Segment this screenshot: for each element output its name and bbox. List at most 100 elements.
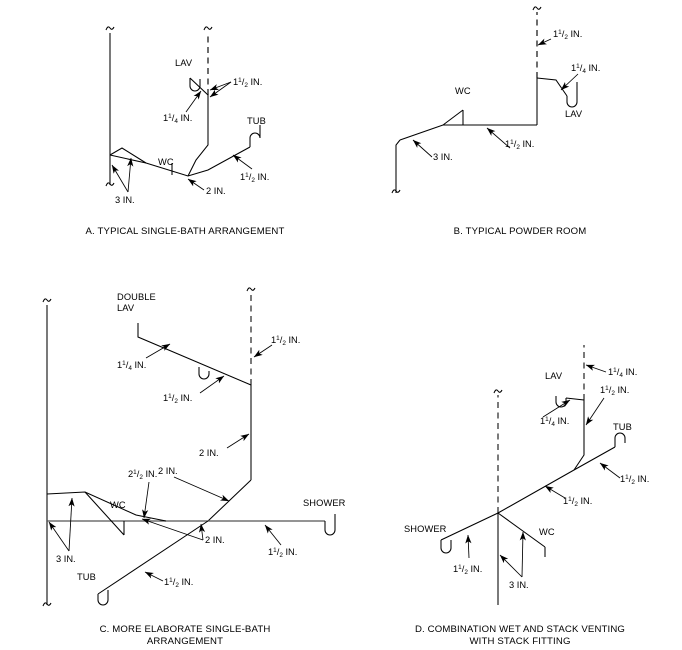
b-building-drain (395, 139, 401, 193)
c-leader-2in-vert (226, 433, 250, 449)
a-3in-leg (109, 147, 147, 164)
d-label-wc: WC (539, 527, 555, 537)
c-3in-upper-leg (46, 491, 167, 522)
b-vent-break-icon (532, 6, 542, 11)
d-leader-tub (599, 462, 621, 479)
a-label-lav: LAV (175, 58, 193, 68)
c-dim-tub: 11/2 IN. (164, 577, 193, 589)
a-leader-lav (185, 90, 202, 113)
c-label-lav: LAV (117, 303, 135, 313)
diagram-a-group: LAV WC TUB 11/2 IN. 11/4 IN. 11/2 IN. 2 … (105, 26, 269, 205)
c-label-tub: TUB (77, 572, 96, 582)
caption-c: C. MORE ELABORATE SINGLE-BATH ARRANGEMEN… (99, 624, 271, 647)
d-tub-trap (614, 432, 626, 447)
d-dim-wet: 11/2 IN. (563, 496, 592, 508)
c-leader-shower (264, 524, 282, 546)
c-leader-tub (144, 571, 164, 582)
d-leader-drop (585, 397, 605, 426)
c-dim-lav14: 11/4 IN. (117, 360, 146, 372)
a-leader-3in-a (111, 164, 129, 193)
caption-b: B. TYPICAL POWDER ROOM (453, 226, 587, 237)
d-lav-branch (565, 397, 585, 401)
a-dim-vent: 11/2 IN. (233, 77, 262, 89)
c-leader-wc (142, 481, 150, 519)
c-vent-break-icon (246, 287, 256, 292)
b-dim-lav: 11/4 IN. (571, 63, 600, 75)
c-dim-wc: 21/2 IN. (128, 469, 157, 481)
c-leader-vent (253, 344, 273, 358)
a-dim-3in: 3 IN. (115, 195, 135, 205)
a-dim-tub: 11/2 IN. (240, 172, 269, 184)
b-dim-3in: 3 IN. (433, 152, 453, 162)
d-label-lav: LAV (545, 371, 563, 381)
a-break-top-icon (105, 26, 115, 31)
d-shower-trap (440, 540, 452, 554)
diagram-c-group: DOUBLE LAV WC SHOWER TUB 11/4 IN. 11/2 I… (42, 287, 346, 607)
d-stack-break-icon (493, 389, 503, 394)
c-offset-to-junction (207, 479, 252, 522)
a-wet-vent-riser (187, 95, 209, 177)
d-leader-3in-b (519, 531, 526, 578)
d-label-shower: SHOWER (404, 524, 447, 534)
c-leader-2in-offset (173, 476, 230, 502)
d-dim-lav: 11/4 IN. (540, 416, 569, 428)
d-label-tub: TUB (613, 422, 632, 432)
a-tub-trap (249, 125, 261, 147)
d-dim-tub: 11/2 IN. (620, 474, 649, 486)
b-label-wc: WC (455, 86, 471, 96)
b-wc-branch (442, 109, 464, 126)
c-double-lav-branch (137, 323, 252, 386)
c-dim-2in-offset: 2 IN. (158, 466, 178, 476)
b-drain-run (399, 124, 537, 141)
a-lav-branch (189, 77, 209, 96)
a-leader-wc (187, 178, 205, 191)
d-dim-shower: 11/2 IN. (453, 564, 482, 576)
c-tub-branch (97, 520, 209, 595)
a-label-wc: WC (158, 157, 174, 167)
c-label-shower: SHOWER (303, 498, 346, 508)
b-label-lav: LAV (565, 109, 583, 119)
c-label-double: DOUBLE (117, 292, 156, 302)
c-break-bottom-icon (42, 602, 52, 607)
c-leader-junction-b (198, 523, 206, 541)
d-leader-3in-a (499, 554, 523, 578)
c-dim-shower: 11/2 IN. (268, 547, 297, 559)
b-leader-3in (412, 139, 433, 158)
c-shower-trap (324, 514, 336, 536)
a-leader-vent (209, 81, 232, 91)
c-label-wc: WC (110, 500, 126, 510)
diagram-b-group: WC LAV 11/2 IN. 11/4 IN. 11/2 IN. 3 IN. (391, 6, 600, 194)
d-dim-3in: 3 IN. (509, 580, 529, 590)
c-dim-lav12: 11/2 IN. (163, 393, 192, 405)
a-label-tub: TUB (247, 116, 266, 126)
b-lav-trap (566, 82, 578, 108)
caption-d: D. COMBINATION WET AND STACK VENTING WIT… (414, 624, 626, 647)
b-dim-vent: 11/2 IN. (553, 29, 582, 41)
diagram-d-group: LAV TUB SHOWER WC 11/4 IN. 11/4 IN. 11/2… (404, 345, 649, 605)
caption-a: A. TYPICAL SINGLE-BATH ARRANGEMENT (85, 226, 285, 237)
b-leader-wc (486, 127, 511, 149)
b-leader-vent (537, 38, 552, 46)
d-dim-vent: 11/4 IN. (608, 367, 637, 379)
c-leader-3in-b (68, 497, 75, 552)
c-dim-vent: 11/2 IN. (271, 335, 300, 347)
c-lav-trap (198, 367, 210, 380)
d-leader-vent (585, 364, 607, 373)
a-vent-break-icon (203, 26, 213, 31)
c-leader-junction-a (141, 518, 204, 541)
b-leader-lav (560, 73, 579, 91)
c-leader-lav12 (199, 375, 225, 394)
c-leader-3in-a (48, 521, 70, 552)
b-lav-branch (536, 77, 568, 97)
b-dim-wc: 11/2 IN. (505, 139, 534, 151)
c-tub-trap (97, 590, 109, 606)
c-dim-3in: 3 IN. (56, 554, 76, 564)
a-leader-tub (232, 154, 253, 170)
c-dim-junction: 2 IN. (205, 535, 225, 545)
d-leader-shower (465, 534, 472, 559)
d-riser-drop (573, 400, 585, 471)
a-leader-junction (209, 81, 232, 98)
d-main-diagonal (440, 446, 616, 541)
